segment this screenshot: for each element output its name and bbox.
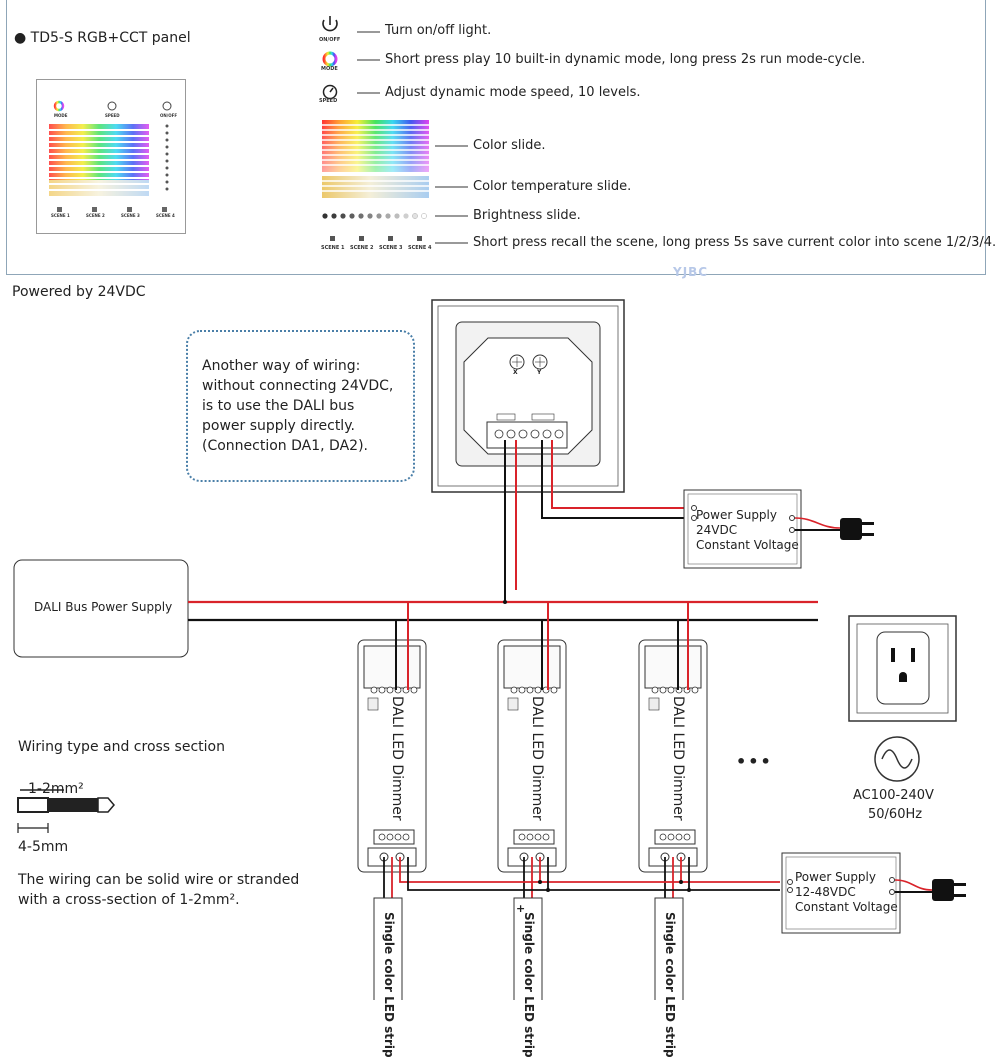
powered-by-label: Powered by 24VDC <box>12 284 146 300</box>
alternative-wiring-callout: Another way of wiring: without connectin… <box>186 330 415 482</box>
wiring-note-line-1: The wiring can be solid wire or stranded <box>18 872 300 888</box>
thumb-scene-1: SCENE 1 <box>51 213 70 218</box>
cct-slide-graphic <box>322 176 429 198</box>
legend-graphics <box>322 16 460 244</box>
mode-description: Short press play 10 built-in dynamic mod… <box>385 52 866 67</box>
cct-slide-description: Color temperature slide. <box>473 179 632 194</box>
onoff-description: Turn on/off light. <box>385 23 492 38</box>
scene-4-label: SCENE 4 <box>408 245 432 251</box>
dimmer-1-label: DALI LED Dimmer <box>389 696 405 821</box>
strip-2-plus: + <box>516 902 526 915</box>
knob-x-label: X <box>513 369 518 376</box>
wire-cross-section-drawing <box>17 789 115 833</box>
scene-description: Short press recall the scene, long press… <box>473 235 997 250</box>
power-icon <box>322 16 338 32</box>
brightness-dots <box>322 213 427 219</box>
callout-line-5: (Connection DA1, DA2). <box>202 438 368 454</box>
psu-24v-line2: 24VDC <box>696 523 738 537</box>
color-slide-graphic <box>322 120 429 172</box>
brightness-slide-description: Brightness slide. <box>473 208 581 223</box>
callout-line-1: Another way of wiring: <box>202 358 361 374</box>
callout-line-3: is to use the DALI bus <box>202 398 355 414</box>
thumb-mode-label: MODE <box>54 113 68 118</box>
dimmer-3-label: DALI LED Dimmer <box>670 696 686 821</box>
plug-icon-1 <box>794 517 874 540</box>
thumb-scene-2: SCENE 2 <box>86 213 105 218</box>
psu-24v-line3: Constant Voltage <box>696 538 799 552</box>
psu-12-48v-line3: Constant Voltage <box>795 900 898 914</box>
panel-thumbnail: MODE SPEED ON/OFF SCENE 1 SCENE 2 SCENE … <box>36 79 186 234</box>
dimmer-2 <box>497 639 567 873</box>
more-dimmers-ellipsis: ••• <box>736 752 773 771</box>
top-info-panel <box>6 0 986 275</box>
thumb-speed-label: SPEED <box>105 113 120 118</box>
plug-icon-2 <box>894 879 966 901</box>
knob-y-label: Y <box>537 369 542 376</box>
dali-bus-psu-box <box>13 559 189 658</box>
strip-length-label: 4-5mm <box>18 839 69 855</box>
strip-2-label: Single color LED strip <box>522 912 536 1058</box>
dimmer-3 <box>638 639 708 873</box>
wall-panel-back <box>431 299 625 493</box>
psu-12-48v-box <box>781 852 901 934</box>
led-strips <box>373 897 684 1000</box>
speed-icon-label: SPEED <box>319 98 338 104</box>
thumb-scene-4: SCENE 4 <box>156 213 175 218</box>
ac-frequency-label: 50/60Hz <box>868 807 923 822</box>
psu-12-48v-line1: Power Supply <box>795 870 876 884</box>
ac-voltage-label: AC100-240V <box>853 788 934 803</box>
thumb-onoff-label: ON/OFF <box>160 113 178 118</box>
legend-pointer-lines <box>435 145 468 244</box>
mode-icon <box>322 51 338 67</box>
scene-2-label: SCENE 2 <box>350 245 374 251</box>
psu-24v-label: Power Supply 24VDC Constant Voltage <box>696 508 799 553</box>
psu-12-48v-line2: 12-48VDC <box>795 885 856 899</box>
ac-symbol <box>874 736 920 782</box>
wiring-note-line-2: with a cross-section of 1-2mm². <box>18 892 240 908</box>
scene-3-label: SCENE 3 <box>379 245 403 251</box>
callout-line-2: without connecting 24VDC, <box>202 378 394 394</box>
psu-12-48v-label: Power Supply 12-48VDC Constant Voltage <box>795 870 898 915</box>
panel-thumbnail-art <box>49 100 172 212</box>
wiring-diagram <box>13 299 966 1000</box>
mode-icon-label: MODE <box>321 66 338 72</box>
callout-line-4: power supply directly. <box>202 418 355 434</box>
watermark: YJBC <box>673 265 709 279</box>
wall-socket <box>848 615 957 722</box>
speed-description: Adjust dynamic mode speed, 10 levels. <box>385 85 641 100</box>
speed-icon <box>322 84 338 100</box>
psu-24v-box <box>683 489 802 569</box>
wiring-type-title: Wiring type and cross section <box>18 739 225 755</box>
scene-1-label: SCENE 1 <box>321 245 345 251</box>
psu-24v-line1: Power Supply <box>696 508 777 522</box>
onoff-icon-label: ON/OFF <box>319 37 341 43</box>
scene-squares <box>330 236 422 241</box>
strip-3-label: Single color LED strip <box>663 912 677 1058</box>
strip-1-label: Single color LED strip <box>382 912 396 1058</box>
thumb-scene-3: SCENE 3 <box>121 213 140 218</box>
color-slide-description: Color slide. <box>473 138 546 153</box>
dimmer-2-label: DALI LED Dimmer <box>529 696 545 821</box>
panel-title: ● TD5-S RGB+CCT panel <box>14 30 191 46</box>
dimmer-1 <box>357 639 427 873</box>
dali-bus-psu-label: DALI Bus Power Supply <box>34 600 173 614</box>
cross-section-label: 1-2mm² <box>28 781 84 797</box>
